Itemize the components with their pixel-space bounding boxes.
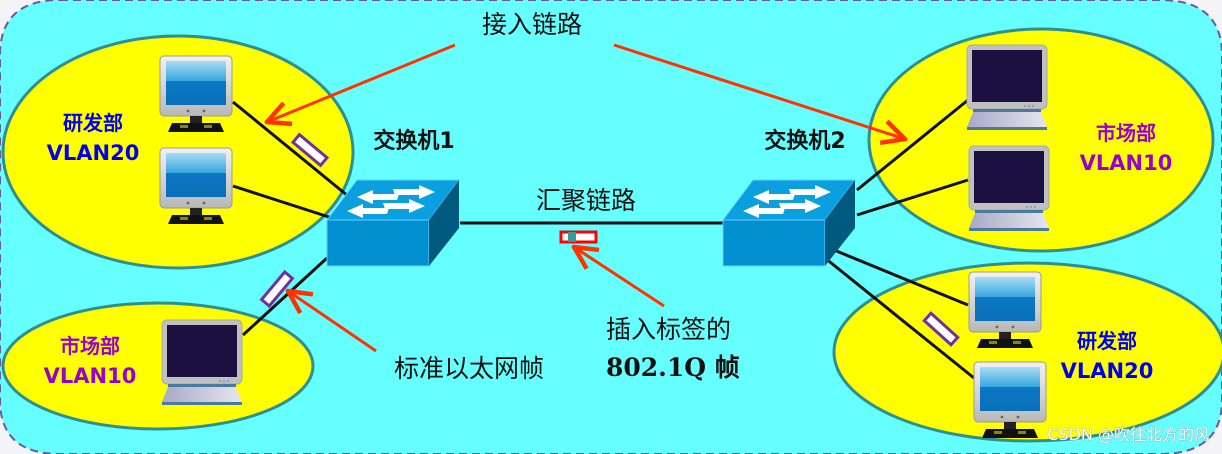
cable-sw2-laptop2 — [856, 178, 969, 217]
vlan-label: VLAN20 — [1061, 359, 1154, 383]
tagged-frame-label-line2: 802.1Q 帧 — [606, 353, 740, 382]
dept-label: 市场部 — [60, 334, 120, 358]
cable-sw2-laptop1 — [856, 98, 969, 192]
cable-pc2-sw1 — [232, 184, 333, 220]
standard-frame-icon — [290, 132, 330, 168]
tagged-frame-icon — [559, 230, 598, 244]
cable-sw2-pc4 — [824, 256, 975, 380]
access-link-label: 接入链路 — [482, 10, 582, 39]
vlan-label: VLAN10 — [44, 364, 137, 388]
arrow-access-link-left — [267, 43, 456, 122]
cable-sw2-pc3 — [833, 248, 969, 307]
trunk-link-label: 汇聚链路 — [536, 186, 636, 215]
cable-pc1-sw1 — [232, 100, 349, 198]
laptop-icon — [161, 319, 243, 406]
standard-frame-icon — [259, 269, 295, 309]
group-ellipse-sw2-rd — [832, 261, 1222, 443]
switch-label: 交换机2 — [764, 128, 845, 154]
watermark: CSDN @吹往北方的风 — [1047, 425, 1210, 444]
standard-frame-label: 标准以太网帧 — [394, 354, 544, 383]
tagged-frame-label-line1: 插入标签的 — [606, 315, 731, 344]
standard-frame-icon — [922, 311, 960, 347]
arrow-access-link-right — [613, 43, 905, 139]
vlan-label: VLAN20 — [47, 141, 140, 165]
laptop-icon — [966, 44, 1048, 131]
vlan-label: VLAN10 — [1080, 151, 1173, 175]
annotation-arrows — [267, 43, 905, 353]
dept-label: 研发部 — [63, 111, 123, 135]
switch-label: 交换机1 — [373, 128, 454, 154]
group-ellipse-sw2-mkt — [867, 27, 1215, 253]
dept-label: 市场部 — [1096, 121, 1156, 145]
arrow-standard-frame — [288, 291, 377, 353]
laptop-icon — [968, 145, 1050, 232]
dept-label: 研发部 — [1077, 329, 1137, 353]
arrow-tagged-frame — [574, 247, 665, 308]
